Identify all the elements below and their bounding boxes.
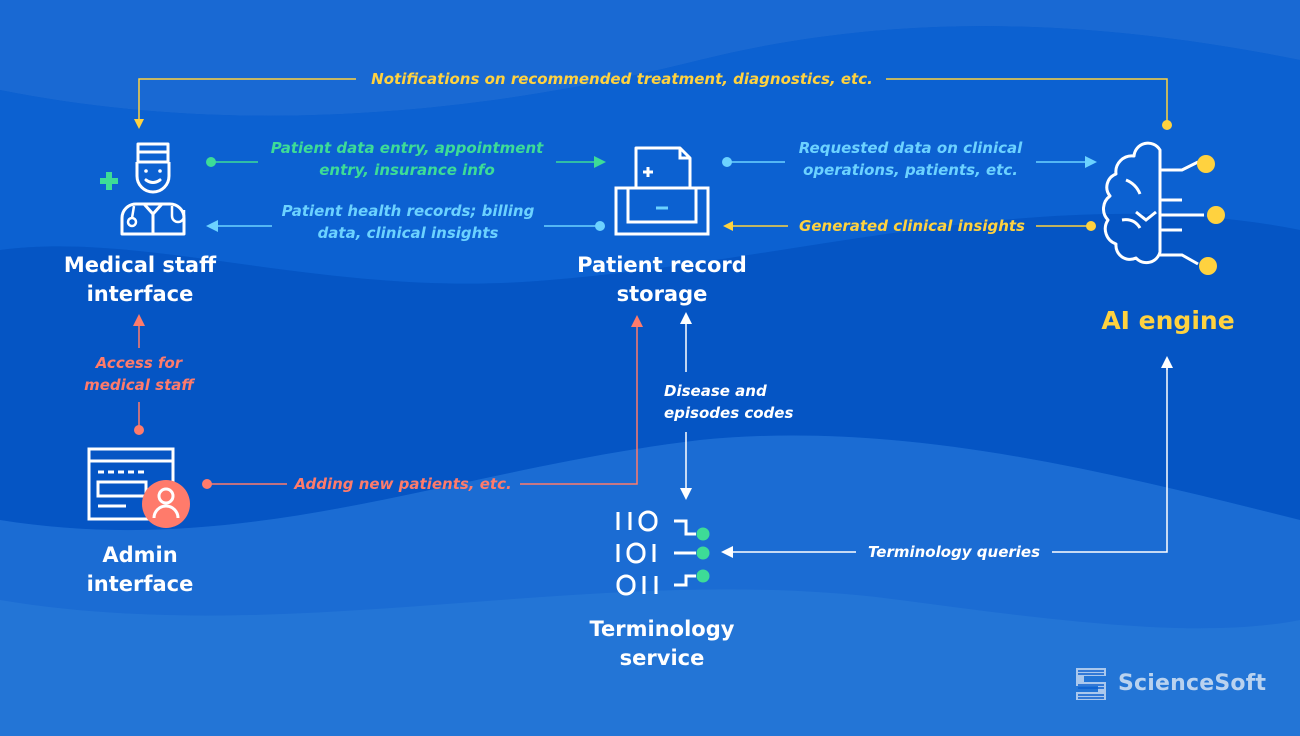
access-label-line1: Access for — [95, 354, 183, 372]
ai-engine-title: AI engine — [1101, 306, 1235, 335]
generated-insights-label: Generated clinical insights — [799, 217, 1025, 235]
terminology-title: Terminology service — [562, 615, 762, 673]
admin-title: Admin interface — [40, 541, 240, 599]
disease-codes-label-line1: Disease and — [664, 382, 767, 400]
medical-staff-title: Medical staff interface — [40, 251, 240, 309]
edge-generated-insights — [723, 221, 1096, 231]
requested-data-label-line2: operations, patients, etc. — [803, 161, 1018, 179]
notifications-label: Notifications on recommended treatment, … — [371, 70, 873, 88]
health-records-label: Patient health records; billing data, cl… — [276, 200, 540, 244]
patient-data-entry-label-line2: entry, insurance info — [319, 161, 495, 179]
requested-data-label-line1: Requested data on clinical — [798, 139, 1023, 157]
adding-patients-label: Adding new patients, etc. — [294, 475, 512, 493]
edge-terminology-queries — [721, 356, 1173, 558]
edge-health-records — [206, 220, 605, 232]
requested-data-label: Requested data on clinical operations, p… — [789, 137, 1032, 181]
binary-code-icon — [616, 510, 710, 596]
brain-circuit-icon — [1102, 141, 1225, 275]
disease-codes-label: Disease and episodes codes — [664, 380, 814, 424]
record-storage-icon — [614, 146, 710, 236]
doctor-icon — [100, 142, 186, 236]
sciencesoft-logo-text: ScienceSoft — [1118, 671, 1267, 696]
edge-adding-patients — [202, 315, 643, 489]
terminology-title-line1: Terminology — [589, 617, 735, 641]
access-medical-staff-label: Access for medical staff — [64, 352, 214, 396]
terminology-queries-label: Terminology queries — [867, 543, 1041, 561]
patient-record-title-line1: Patient record — [577, 253, 747, 277]
patient-record-title-line2: storage — [616, 282, 708, 306]
patient-data-entry-label: Patient data entry, appointment entry, i… — [262, 137, 552, 181]
medical-staff-title-line2: interface — [86, 282, 194, 306]
admin-screen-icon — [87, 447, 190, 528]
patient-data-entry-label-line1: Patient data entry, appointment — [270, 139, 544, 157]
terminology-title-line2: service — [619, 646, 705, 670]
admin-title-line1: Admin — [102, 543, 178, 567]
patient-record-title: Patient record storage — [562, 251, 762, 309]
health-records-label-line2: data, clinical insights — [317, 224, 499, 242]
sciencesoft-logo: ScienceSoft — [1072, 664, 1272, 704]
edge-requested-data — [722, 156, 1097, 168]
edge-notifications — [134, 78, 1172, 130]
access-label-line2: medical staff — [84, 376, 194, 394]
edge-patient-data-entry — [206, 156, 606, 168]
edge-access-medical-staff — [133, 314, 145, 435]
health-records-label-line1: Patient health records; billing — [281, 202, 535, 220]
medical-staff-title-line1: Medical staff — [63, 253, 217, 277]
sciencesoft-logo-icon — [1076, 668, 1106, 700]
disease-codes-label-line2: episodes codes — [664, 404, 794, 422]
admin-title-line2: interface — [86, 572, 194, 596]
